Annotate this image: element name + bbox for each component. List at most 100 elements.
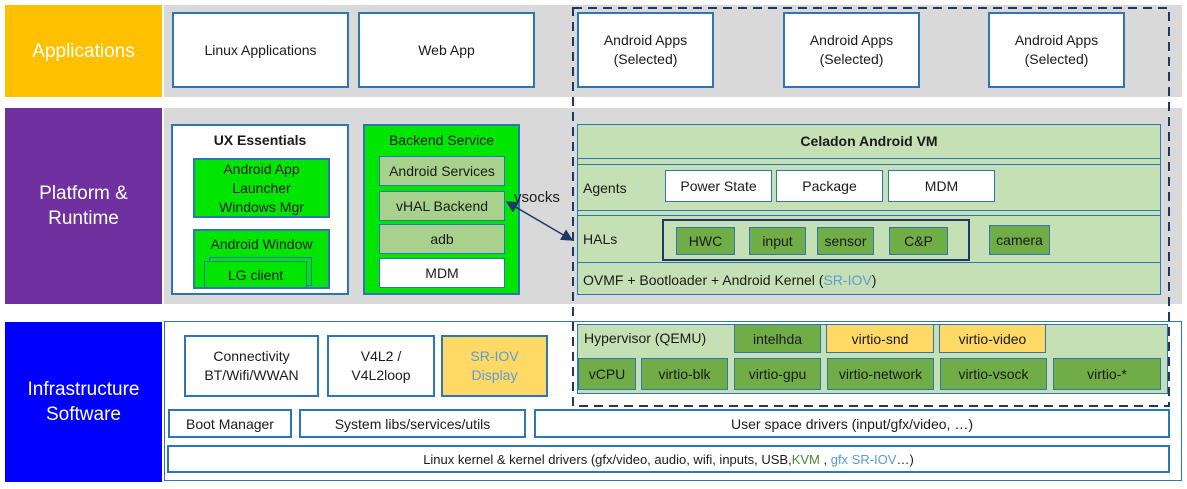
virtio-blk-text: virtio-blk (658, 366, 711, 382)
system-libs-text: System libs/services/utils (334, 415, 491, 432)
android-services-text: Android Services (389, 163, 495, 179)
virtio-network-box: virtio-network (827, 358, 934, 390)
hals-label: HALs (583, 231, 618, 247)
agent-mdm-box: MDM (888, 170, 995, 202)
power-state-text: Power State (680, 178, 757, 194)
ovmf-close-text: ) (871, 272, 877, 288)
android-apps-box-3: Android Apps (Selected) (988, 12, 1125, 88)
cp-text: C&P (904, 233, 933, 249)
android-apps-text: Android Apps (1014, 32, 1099, 48)
linux-kernel-text: Linux kernel & kernel drivers (gfx/video… (423, 451, 792, 467)
boot-manager-box: Boot Manager (168, 409, 292, 438)
linux-applications-box: Linux Applications (172, 12, 349, 88)
virtio-gpu-box: virtio-gpu (734, 358, 821, 390)
lg-client-text: LG client (227, 266, 284, 283)
connectivity-line2: BT/Wifi/WWAN (204, 367, 299, 383)
agent-mdm-text: MDM (924, 178, 959, 194)
ux-essentials-title: UX Essentials (213, 132, 307, 148)
user-space-drivers-text: User space drivers (input/gfx/video, …) (731, 415, 973, 432)
adb-box: adb (379, 224, 505, 254)
virtio-video-box: virtio-video (939, 324, 1046, 353)
package-text: Package (802, 178, 857, 194)
ovmf-row: OVMF + Bootloader + Android Kernel (SR-I… (577, 265, 1161, 295)
agents-row: Agents (577, 164, 1161, 211)
ovmf-text: OVMF + Bootloader + Android Kernel ( (583, 272, 824, 288)
infrastructure-layer-label: Infrastructure Software (5, 322, 162, 482)
ovmf-sriov-text: SR-IOV (823, 272, 872, 288)
virtio-gpu-text: virtio-gpu (748, 366, 807, 382)
package-box: Package (776, 170, 883, 202)
android-services-box: Android Services (379, 156, 505, 186)
celadon-android-vm-box (577, 124, 1161, 295)
applications-layer-label: Applications (5, 5, 162, 97)
android-vm-dashed-boundary (572, 7, 1170, 407)
launcher-line2: Launcher (232, 179, 291, 196)
hwc-text: HWC (688, 233, 723, 249)
agents-label: Agents (583, 179, 627, 196)
kernel-sep-text: , (819, 451, 831, 467)
linux-kernel-box: Linux kernel & kernel drivers (gfx/video… (167, 445, 1170, 473)
sriov-display-line2: Display (471, 367, 518, 383)
power-state-box: Power State (665, 170, 772, 202)
hypervisor-label: Hypervisor (QEMU) (584, 330, 707, 346)
android-apps-selected-text: (Selected) (819, 51, 884, 67)
android-apps-selected-text: (Selected) (1024, 51, 1089, 67)
camera-text: camera (996, 232, 1043, 248)
vhal-backend-text: vHAL Backend (395, 198, 489, 214)
system-libs-box: System libs/services/utils (299, 409, 526, 438)
launcher-line1: Android App (223, 160, 300, 177)
adb-text: adb (430, 231, 454, 247)
web-app-box: Web App (358, 12, 535, 88)
backend-mdm-text: MDM (425, 265, 459, 281)
infrastructure-label-line2: Software (46, 404, 121, 425)
connectivity-line1: Connectivity (213, 348, 290, 364)
user-space-drivers-box: User space drivers (input/gfx/video, …) (534, 409, 1170, 438)
kernel-kvm-text: KVM (791, 451, 820, 467)
android-apps-box-2: Android Apps (Selected) (783, 12, 920, 88)
android-apps-text: Android Apps (809, 32, 894, 48)
sriov-display-box: SR-IOV Display (441, 335, 548, 397)
kernel-gfx-sriov-text: gfx SR-IOV (830, 451, 897, 467)
lg-client-box: LG client (204, 261, 307, 288)
vsocks-arrow (505, 201, 574, 241)
sriov-display-line1: SR-IOV (470, 348, 519, 364)
boot-manager-text: Boot Manager (186, 415, 274, 432)
android-app-launcher-box: Android App Launcher Windows Mgr (193, 158, 330, 218)
platform-label-line1: Platform & (39, 183, 128, 204)
virtio-network-text: virtio-network (838, 366, 923, 382)
vcpu-text: vCPU (588, 366, 626, 382)
kernel-suffix-text: …) (896, 451, 914, 467)
platform-label-line2: Runtime (48, 208, 119, 229)
sensor-box: sensor (817, 227, 874, 255)
input-hal-text: input (762, 233, 793, 249)
intelhda-text: intelhda (752, 330, 803, 347)
v4l2-box: V4L2 / V4L2loop (327, 335, 435, 397)
backend-service-title: Backend Service (388, 132, 495, 148)
virtio-snd-text: virtio-snd (851, 330, 909, 347)
celadon-title: Celadon Android VM (577, 124, 1161, 159)
linux-applications-text: Linux Applications (204, 42, 317, 58)
intelhda-box: intelhda (734, 324, 821, 353)
connectivity-box: Connectivity BT/Wifi/WWAN (184, 335, 319, 397)
cp-box: C&P (889, 227, 948, 255)
virtio-snd-box: virtio-snd (826, 324, 934, 353)
platform-layer-label: Platform & Runtime (5, 108, 162, 304)
launcher-line3: Windows Mgr (219, 198, 304, 215)
virtio-star-text: virtio-* (1087, 366, 1127, 382)
hwc-box: HWC (676, 227, 735, 255)
applications-label-text: Applications (32, 40, 135, 62)
virtio-vsock-text: virtio-vsock (958, 366, 1029, 382)
hals-row: HALs (577, 215, 1161, 263)
input-hal-box: input (749, 227, 806, 255)
virtio-star-box: virtio-* (1053, 358, 1161, 390)
backend-mdm-box: MDM (379, 258, 505, 288)
infrastructure-label-line1: Infrastructure (27, 379, 140, 400)
android-apps-selected-text: (Selected) (613, 51, 678, 67)
virtio-video-text: virtio-video (958, 330, 1027, 347)
hals-group-frame (662, 219, 970, 261)
vhal-backend-box: vHAL Backend (379, 191, 505, 221)
v4l2-line2: V4L2loop (351, 367, 411, 383)
android-window-title: Android Window (210, 236, 313, 252)
web-app-text: Web App (418, 42, 475, 58)
